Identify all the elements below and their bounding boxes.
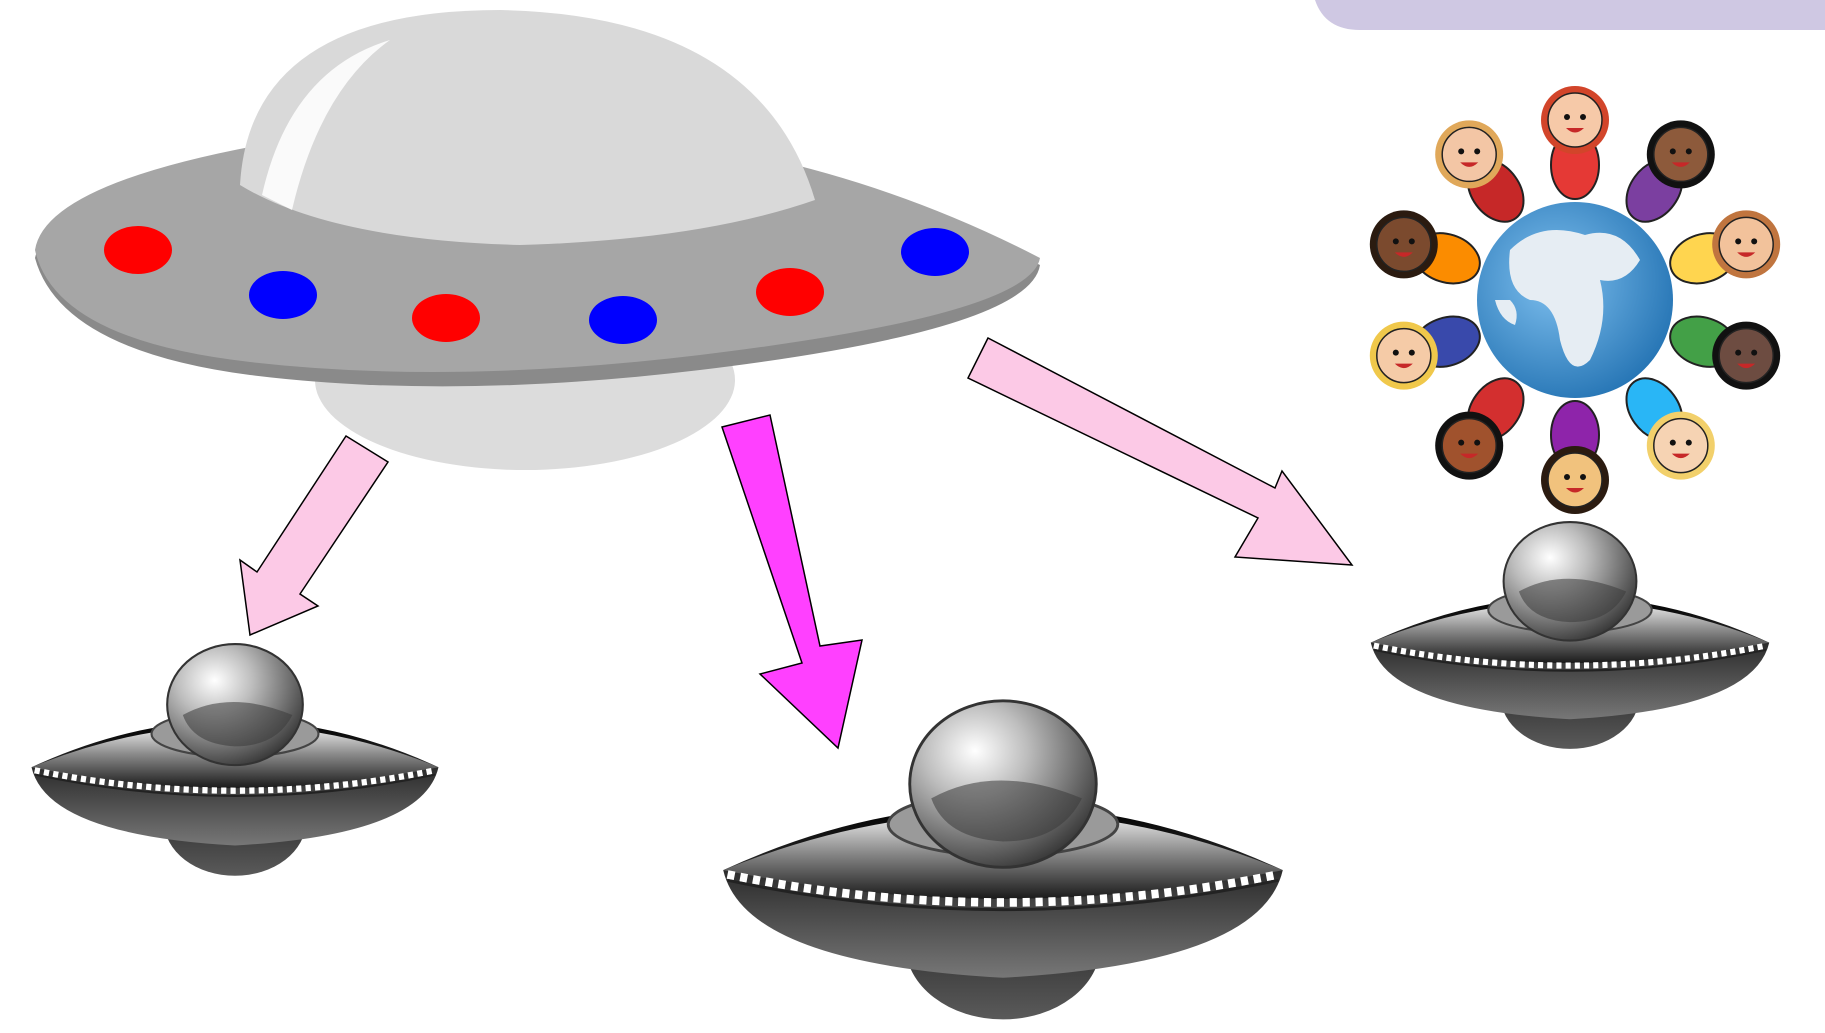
mothership-light bbox=[756, 268, 824, 316]
arrows-layer bbox=[239, 336, 1354, 750]
arrow-to-center-ufo bbox=[721, 414, 863, 750]
small-ufo-left bbox=[32, 644, 439, 876]
child-figure bbox=[1435, 377, 1525, 480]
mothership-light bbox=[249, 271, 317, 319]
mothership-light bbox=[901, 228, 969, 276]
mothership-dome bbox=[240, 10, 815, 245]
child-figure bbox=[1541, 86, 1609, 200]
small-ufo-center bbox=[723, 701, 1283, 1020]
child-figure bbox=[1669, 315, 1781, 390]
small-ufo-right bbox=[1371, 522, 1769, 749]
child-figure bbox=[1669, 210, 1781, 285]
corner-tab bbox=[1315, 0, 1825, 30]
mothership-ufo-icon bbox=[35, 10, 1040, 470]
arrow-to-right-ufo bbox=[966, 336, 1354, 566]
child-figure bbox=[1369, 315, 1481, 390]
child-figure bbox=[1435, 120, 1525, 223]
children-around-globe-icon bbox=[1369, 86, 1781, 514]
child-figure bbox=[1625, 377, 1715, 480]
child-figure bbox=[1541, 400, 1609, 514]
mothership-light bbox=[589, 296, 657, 344]
arrow-to-left-ufo bbox=[239, 434, 390, 637]
globe-land bbox=[1509, 230, 1640, 367]
child-figure bbox=[1369, 210, 1481, 285]
globe-land bbox=[1495, 300, 1517, 325]
mothership-dome-highlight bbox=[262, 40, 390, 210]
mothership-light bbox=[104, 226, 172, 274]
child-figure bbox=[1625, 120, 1715, 223]
mothership-light bbox=[412, 294, 480, 342]
